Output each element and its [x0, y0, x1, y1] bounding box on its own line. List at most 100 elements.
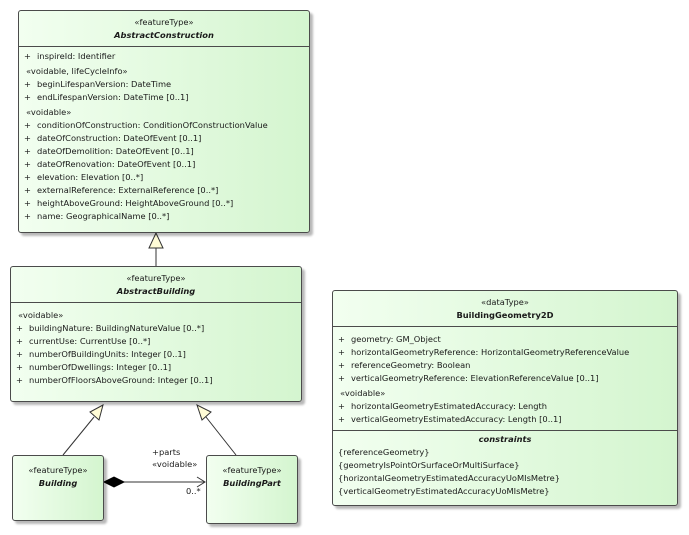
constraint-item[interactable]: {verticalGeometryEstimatedAccuracyUoMIsM…	[338, 486, 550, 496]
visibility-marker: +	[338, 334, 345, 344]
visibility-marker: +	[24, 172, 31, 182]
class-name: BuildingGeometry2D	[456, 310, 554, 320]
constraints-compartment: constraints {referenceGeometry} {geometr…	[333, 430, 677, 498]
visibility-marker: +	[24, 211, 31, 221]
stereotype-label: «dataType»	[481, 297, 529, 307]
visibility-marker: +	[16, 375, 23, 385]
attribute-label: numberOfBuildingUnits: Integer [0..1]	[29, 349, 186, 359]
attribute-row[interactable]: +externalReference: ExternalReference [0…	[19, 184, 309, 197]
attribute-label: referenceGeometry: Boolean	[351, 360, 471, 370]
attribute-row[interactable]: + inspireId: Identifier	[19, 50, 309, 63]
class-header: «featureType» AbstractConstruction	[19, 11, 309, 46]
attribute-row[interactable]: + referenceGeometry: Boolean	[333, 359, 677, 372]
visibility-marker: +	[24, 120, 31, 130]
visibility-marker: +	[338, 401, 345, 411]
attribute-label: numberOfFloorsAboveGround: Integer [0..1…	[29, 375, 213, 385]
class-name: Building	[38, 478, 78, 488]
attribute-group-label: «voidable»	[26, 107, 72, 117]
building-geometry-2d-class[interactable]: «dataType» BuildingGeometry2D + geometry:…	[332, 290, 678, 506]
attribute-row[interactable]: + numberOfDwellings: Integer [0..1]	[11, 361, 301, 374]
attribute-label: buildingNature: BuildingNatureValue [0..…	[29, 323, 205, 333]
attribute-row[interactable]: + numberOfFloorsAboveGround: Integer [0..…	[11, 374, 301, 387]
building-part-class[interactable]: «featureType» BuildingPart	[206, 455, 298, 524]
association-role-label: +parts	[152, 447, 181, 457]
generalization-arrowhead-construction	[148, 231, 164, 249]
class-header: «featureType» BuildingPart	[207, 456, 297, 494]
attribute-group-label: «voidable, lifeCycleInfo»	[26, 66, 128, 76]
generalization-line-building[interactable]	[62, 416, 95, 456]
attribute-row[interactable]: + verticalGeometryEstimatedAccuracy: Leng…	[333, 413, 677, 426]
attribute-label: geometry: GM_Object	[351, 334, 441, 344]
stereotype-label: «featureType»	[134, 17, 194, 27]
association-stereotype-label: «voidable»	[152, 459, 198, 469]
abstract-construction-class[interactable]: «featureType» AbstractConstruction + insp…	[18, 10, 310, 233]
visibility-marker: +	[16, 362, 23, 372]
attribute-row[interactable]: + horizontalGeometryEstimatedAccuracy: Le…	[333, 400, 677, 413]
visibility-marker: +	[16, 323, 23, 333]
attribute-label: heightAboveGround: HeightAboveGround [0.…	[37, 198, 234, 208]
visibility-marker: +	[24, 159, 31, 169]
attribute-row[interactable]: +elevation: Elevation [0..*]	[19, 171, 309, 184]
visibility-marker: +	[338, 414, 345, 424]
abstract-building-class[interactable]: «featureType» AbstractBuilding «voidable…	[10, 266, 302, 402]
visibility-marker: +	[24, 146, 31, 156]
attribute-row[interactable]: + dateOfDemolition: DateOfEvent [0..1]	[19, 145, 309, 158]
constraint-item[interactable]: {geometryIsPointOrSurfaceOrMultiSurface}	[338, 460, 520, 470]
attribute-label: horizontalGeometryEstimatedAccuracy: Len…	[351, 401, 547, 411]
constraint-item[interactable]: {horizontalGeometryEstimatedAccuracyUoMI…	[338, 473, 561, 483]
class-header: «dataType» BuildingGeometry2D	[333, 291, 677, 326]
visibility-marker: +	[24, 198, 31, 208]
attribute-row[interactable]: +dateOfRenovation: DateOfEvent [0..1]	[19, 158, 309, 171]
attribute-row[interactable]: + numberOfBuildingUnits: Integer [0..1]	[11, 348, 301, 361]
attribute-label: dateOfDemolition: DateOfEvent [0..1]	[37, 146, 194, 156]
attribute-label: verticalGeometryReference: ElevationRefe…	[351, 373, 599, 383]
attribute-row[interactable]: + endLifespanVersion: DateTime [0..1]	[19, 91, 309, 104]
visibility-marker: +	[24, 51, 31, 61]
class-header: «featureType» Building	[13, 456, 103, 494]
attribute-compartment: «voidable» + buildingNature: BuildingNatu…	[11, 302, 301, 387]
attribute-label: dateOfConstruction: DateOfEvent [0..1]	[37, 133, 202, 143]
generalization-arrowhead-building-part	[196, 404, 212, 421]
attribute-label: numberOfDwellings: Integer [0..1]	[29, 362, 172, 372]
attribute-label: verticalGeometryEstimatedAccuracy: Lengt…	[351, 414, 562, 424]
class-name: AbstractBuilding	[116, 286, 196, 296]
visibility-marker: +	[24, 79, 31, 89]
attribute-row[interactable]: + dateOfConstruction: DateOfEvent [0..1]	[19, 132, 309, 145]
attribute-row[interactable]: + conditionOfConstruction: ConditionOfCon…	[19, 119, 309, 132]
association-multiplicity-label: 0..*	[186, 486, 201, 496]
class-name: AbstractConstruction	[114, 30, 214, 40]
attribute-label: horizontalGeometryReference: HorizontalG…	[351, 347, 630, 357]
visibility-marker: +	[338, 360, 345, 370]
class-name: BuildingPart	[223, 478, 281, 488]
attribute-compartment: + inspireId: Identifier «voidable, lifeCy…	[19, 46, 309, 223]
stereotype-label: «featureType»	[28, 465, 88, 475]
attribute-row[interactable]: + horizontalGeometryReference: Horizontal…	[333, 346, 677, 359]
attribute-row[interactable]: +verticalGeometryReference: ElevationRef…	[333, 372, 677, 385]
attribute-label: endLifespanVersion: DateTime [0..1]	[37, 92, 189, 102]
attribute-row[interactable]: +name: GeographicalName [0..*]	[19, 210, 309, 223]
attribute-label: externalReference: ExternalReference [0.…	[37, 185, 219, 195]
stereotype-label: «featureType»	[222, 465, 282, 475]
navigability-arrowhead	[196, 476, 206, 488]
attribute-label: beginLifespanVersion: DateTime	[37, 79, 172, 89]
attribute-row[interactable]: + heightAboveGround: HeightAboveGround [0…	[19, 197, 309, 210]
generalization-line-building-part[interactable]	[205, 416, 237, 456]
visibility-marker: +	[16, 349, 23, 359]
constraint-item[interactable]: {referenceGeometry}	[338, 447, 430, 457]
attribute-label: conditionOfConstruction: ConditionOfCons…	[37, 120, 268, 130]
attribute-row[interactable]: + geometry: GM_Object	[333, 333, 677, 346]
attribute-row[interactable]: +currentUse: CurrentUse [0..*]	[11, 335, 301, 348]
visibility-marker: +	[338, 347, 345, 357]
attribute-compartment: + geometry: GM_Object + horizontalGeometry…	[333, 326, 677, 430]
visibility-marker: +	[24, 92, 31, 102]
stereotype-label: «featureType»	[126, 273, 186, 283]
attribute-group-label: «voidable»	[18, 310, 64, 320]
attribute-label: inspireId: Identifier	[37, 51, 116, 61]
building-class[interactable]: «featureType» Building	[12, 455, 104, 521]
attribute-row[interactable]: + beginLifespanVersion: DateTime	[19, 78, 309, 91]
attribute-group-label: «voidable»	[340, 388, 386, 398]
attribute-row[interactable]: + buildingNature: BuildingNatureValue [0.…	[11, 322, 301, 335]
class-header: «featureType» AbstractBuilding	[11, 267, 301, 302]
visibility-marker: +	[24, 133, 31, 143]
